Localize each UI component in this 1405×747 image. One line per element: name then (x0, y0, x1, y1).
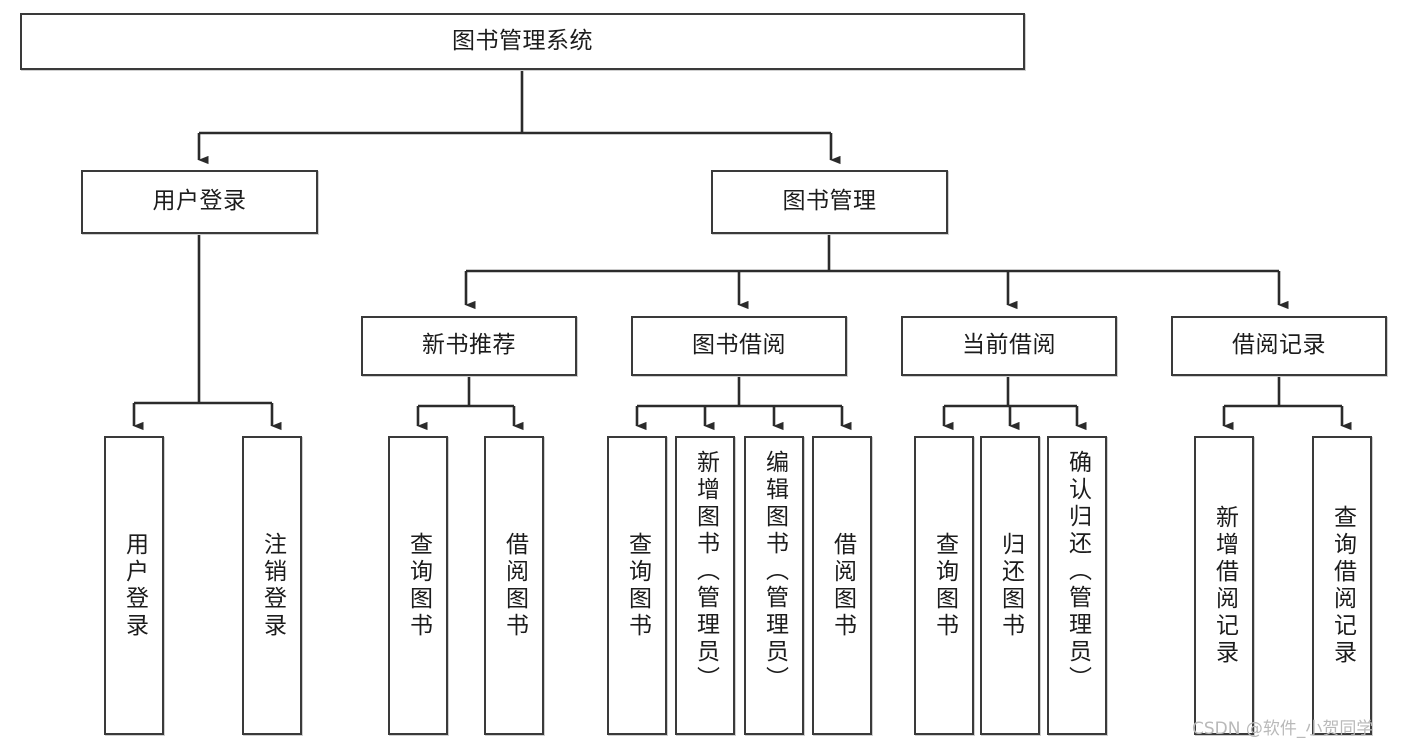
node-book-borrow[interactable]: 图书借阅 (631, 316, 847, 376)
node-label: 注销登录 (259, 531, 286, 640)
node-label: 新增图书（管理员） (692, 450, 719, 693)
node-label: 用户登录 (152, 188, 247, 215)
node-label: 当前借阅 (962, 332, 1056, 359)
node-leaf-user-login[interactable]: 用户登录 (104, 436, 164, 735)
node-label: 查询图书 (931, 531, 958, 640)
node-leaf-query-book-1[interactable]: 查询图书 (388, 436, 448, 735)
node-leaf-edit-book[interactable]: 编辑图书（管理员） (744, 436, 804, 735)
node-borrow-record[interactable]: 借阅记录 (1171, 316, 1387, 376)
node-label: 借阅图书 (501, 531, 528, 640)
node-label: 图书借阅 (692, 332, 786, 359)
node-leaf-add-record[interactable]: 新增借阅记录 (1194, 436, 1254, 735)
node-label: 编辑图书（管理员） (761, 450, 788, 693)
node-leaf-logout[interactable]: 注销登录 (242, 436, 302, 735)
node-label: 确认归还（管理员） (1064, 450, 1091, 693)
node-current-borrow[interactable]: 当前借阅 (901, 316, 1117, 376)
csdn-watermark: CSDN @软件_小贺同学 (1192, 719, 1374, 739)
node-label: 用户登录 (121, 531, 148, 640)
node-label: 新书推荐 (422, 332, 516, 359)
node-book-management[interactable]: 图书管理 (711, 170, 948, 234)
node-leaf-return-book[interactable]: 归还图书 (980, 436, 1040, 735)
node-leaf-query-book-2[interactable]: 查询图书 (607, 436, 667, 735)
node-label: 查询借阅记录 (1329, 504, 1356, 667)
node-leaf-add-book[interactable]: 新增图书（管理员） (675, 436, 735, 735)
node-label: 查询图书 (624, 531, 651, 640)
node-label: 图书管理系统 (452, 27, 593, 54)
node-label: 借阅图书 (829, 531, 856, 640)
node-root-book-management-system[interactable]: 图书管理系统 (20, 13, 1025, 70)
node-leaf-borrow-book-1[interactable]: 借阅图书 (484, 436, 544, 735)
node-leaf-borrow-book-2[interactable]: 借阅图书 (812, 436, 872, 735)
node-user-login[interactable]: 用户登录 (81, 170, 318, 234)
node-label: 借阅记录 (1232, 332, 1326, 359)
node-new-book-recommend[interactable]: 新书推荐 (361, 316, 577, 376)
node-leaf-confirm-return[interactable]: 确认归还（管理员） (1047, 436, 1107, 735)
node-label: 归还图书 (997, 531, 1024, 640)
node-label: 新增借阅记录 (1211, 504, 1238, 667)
node-leaf-query-book-3[interactable]: 查询图书 (914, 436, 974, 735)
node-label: 查询图书 (405, 531, 432, 640)
node-label: 图书管理 (782, 188, 877, 215)
node-leaf-query-record[interactable]: 查询借阅记录 (1312, 436, 1372, 735)
